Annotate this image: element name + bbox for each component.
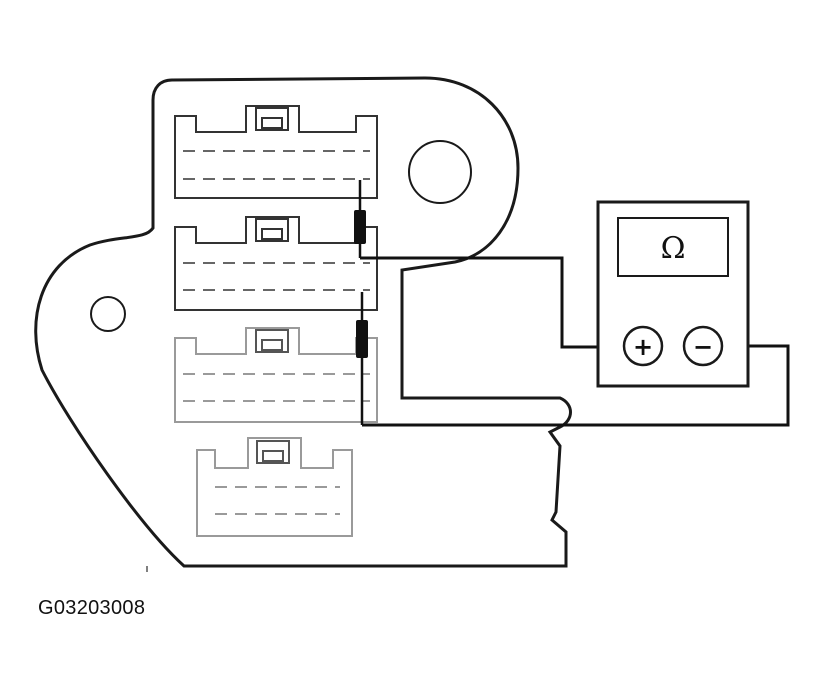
negative-sign: − [693, 333, 713, 361]
connector-3 [174, 327, 378, 423]
connector-4 [196, 437, 353, 537]
probe-negative [356, 292, 368, 425]
negative-terminal [682, 325, 724, 367]
probe-positive [354, 180, 366, 258]
connector-2 [174, 216, 378, 311]
positive-terminal [622, 325, 664, 367]
mounting-hole-large [408, 140, 472, 204]
positive-sign: + [633, 333, 653, 361]
ohmmeter: Ω + − [596, 200, 750, 388]
connector-1 [174, 105, 378, 199]
meter-display [617, 217, 729, 277]
connector-board-outline [34, 76, 572, 568]
lead-positive [360, 256, 626, 349]
mounting-hole-small [90, 296, 126, 332]
ohm-symbol: Ω [661, 231, 686, 266]
lead-negative [362, 344, 790, 427]
figure-id: G03203008 [38, 597, 146, 619]
